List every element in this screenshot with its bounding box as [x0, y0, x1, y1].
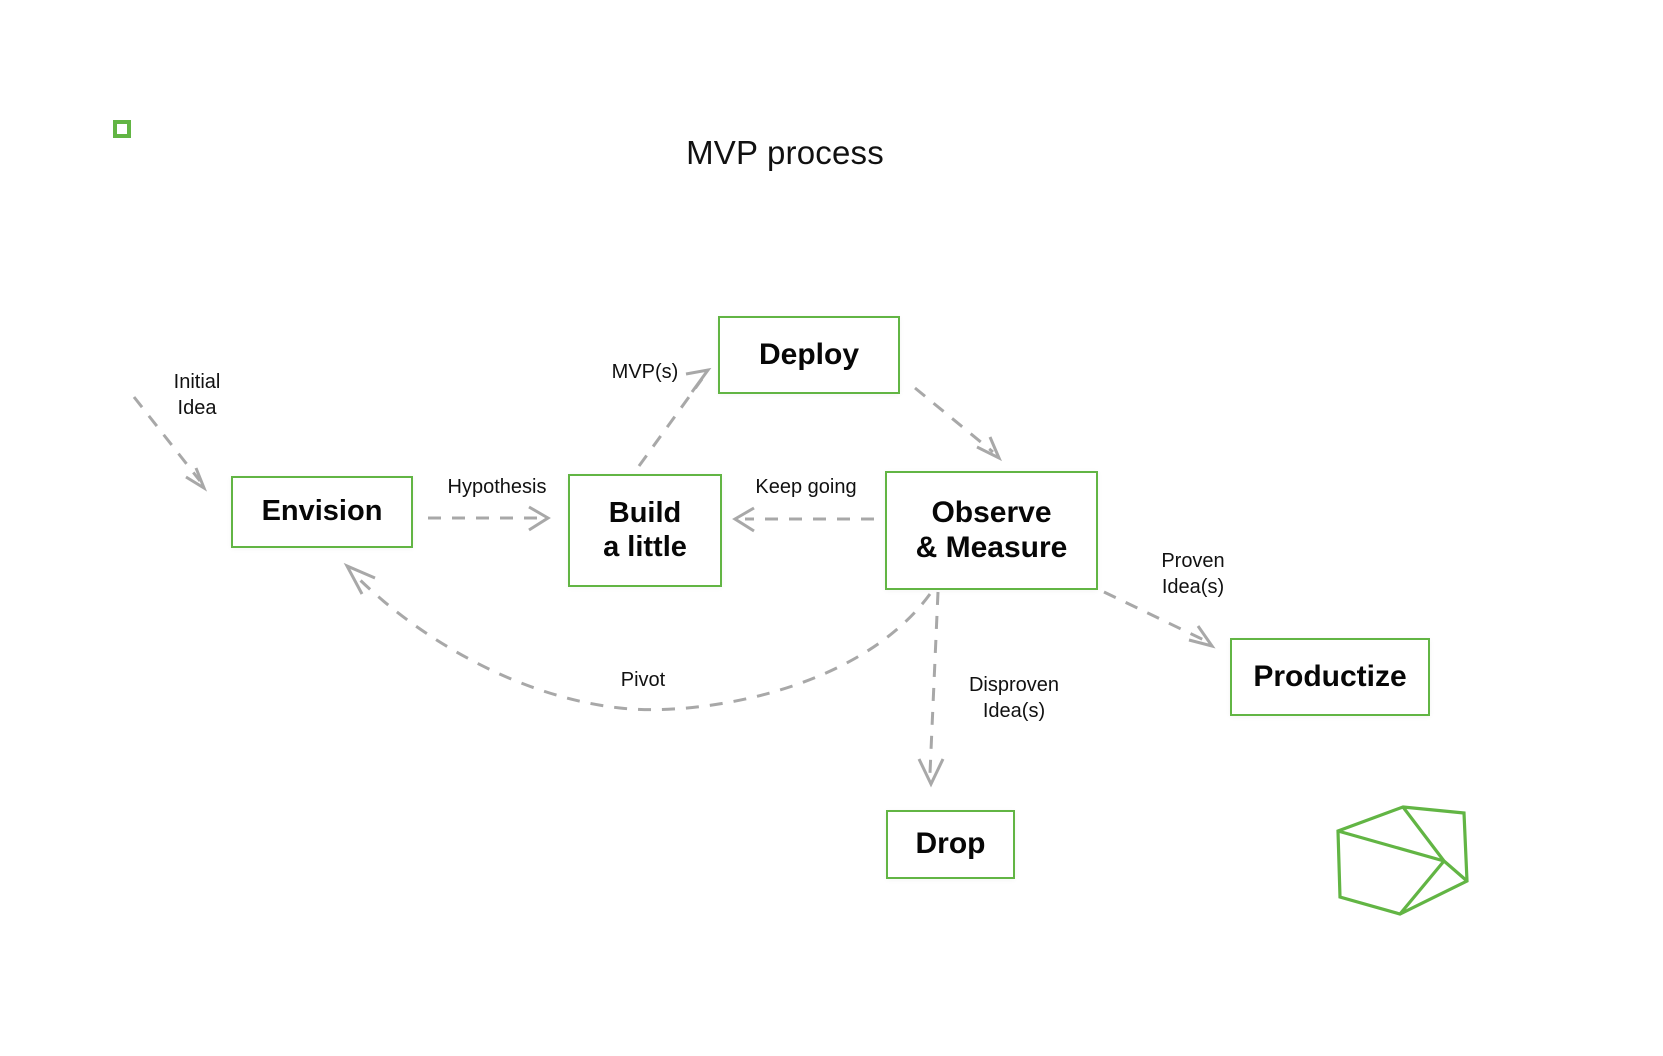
node-observe[interactable]: Observe & Measure [885, 471, 1098, 590]
node-envision[interactable]: Envision [231, 476, 413, 548]
edge-disproven-idea [917, 591, 945, 788]
edge-label-keep-going: Keep going [755, 476, 857, 498]
edge-keep-going [732, 506, 874, 533]
wireframe-cube-icon [1336, 805, 1469, 916]
edge-label-initial-idea: Initial Idea [173, 371, 221, 420]
node-productize[interactable]: Productize [1230, 638, 1430, 716]
node-drop[interactable]: Drop [886, 810, 1015, 879]
green-square-logo-icon [113, 120, 131, 138]
edge-label-disproven-idea: Disproven Idea(s) [968, 674, 1060, 723]
edge-label-mvps: MVP(s) [611, 361, 679, 383]
edge-hypothesis [428, 505, 551, 532]
page-title: MVP process [686, 134, 884, 171]
node-deploy[interactable]: Deploy [718, 316, 900, 394]
edge-label-hypothesis: Hypothesis [447, 476, 547, 498]
edge-deploy-to-observe [914, 386, 1002, 462]
node-build[interactable]: Build a little [568, 474, 722, 587]
edge-label-pivot: Pivot [620, 669, 666, 691]
edge-label-proven-idea: Proven Idea(s) [1161, 550, 1225, 599]
